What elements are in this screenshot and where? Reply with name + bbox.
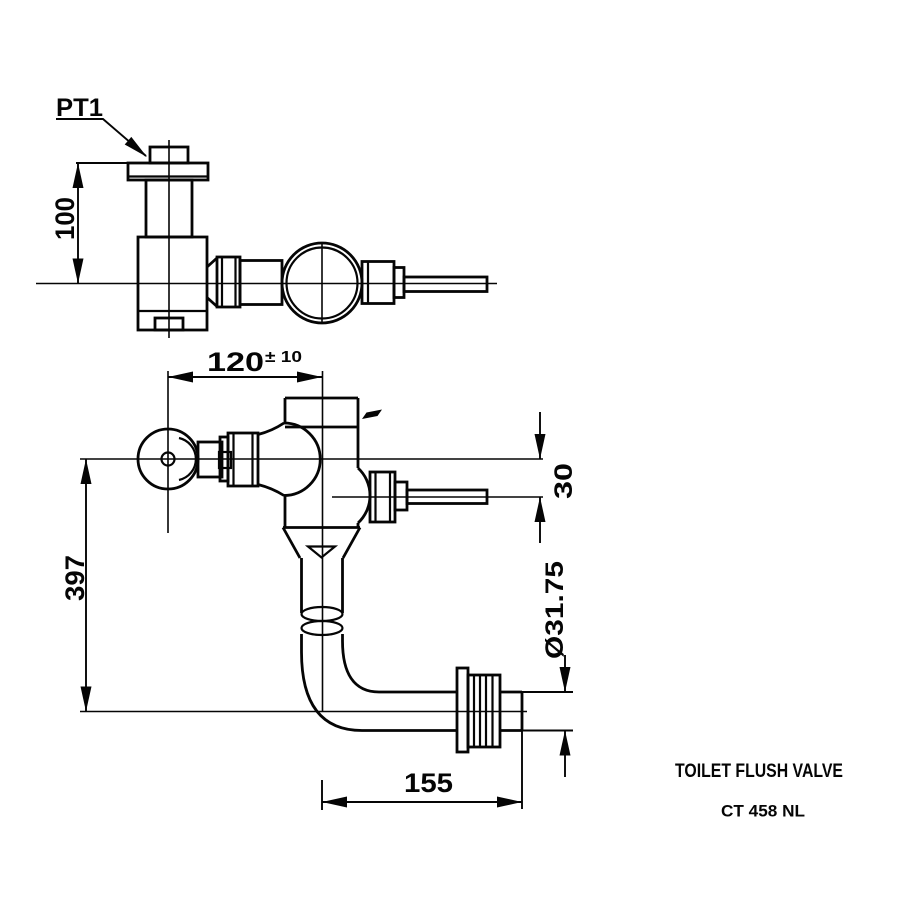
inlet-nut xyxy=(226,431,260,488)
pt1-label: PT1 xyxy=(56,94,103,122)
front-view xyxy=(136,396,524,754)
down-pipe-upper xyxy=(300,558,344,613)
arrowhead-down xyxy=(559,667,571,692)
right-step-plan xyxy=(392,266,406,299)
inlet-horn-top xyxy=(257,421,285,436)
arrowhead-down xyxy=(534,434,546,459)
dim-overall-height: 397 xyxy=(60,459,92,712)
arrowhead-right xyxy=(297,371,322,383)
coupling-nut-facets xyxy=(220,257,237,307)
inlet-horn-bottom xyxy=(257,483,285,497)
right-nut-plan xyxy=(360,260,396,305)
spindle-rod-plan xyxy=(402,275,489,293)
outlet-pipe-edges xyxy=(362,690,524,732)
body-outline xyxy=(283,396,360,529)
knob-key xyxy=(217,450,233,470)
thread-lines xyxy=(472,675,494,747)
pt1-callout: PT1 xyxy=(56,94,147,157)
dim-handle-offset: 120 ± 10 xyxy=(168,347,322,383)
bell-taper xyxy=(281,526,362,559)
product-title: TOILET FLUSH VALVE xyxy=(675,761,843,782)
arrowhead-left xyxy=(322,796,347,808)
dim-text-397: 397 xyxy=(60,555,90,601)
inlet-nut-facets xyxy=(232,433,254,486)
dim-inlet-drop: 30 xyxy=(534,412,578,543)
brand-mark xyxy=(362,409,382,419)
dim-outlet-length: 155 xyxy=(321,731,523,810)
elbow-inner-curve xyxy=(341,634,380,694)
outlet-rod xyxy=(405,488,489,505)
knob-base-arc xyxy=(178,436,197,482)
riser-circle-inner xyxy=(285,246,359,320)
outlet-bulge-arc xyxy=(357,466,372,525)
top-view xyxy=(126,145,489,332)
dim-text-diameter: Ø31.75 xyxy=(541,561,569,659)
threaded-section xyxy=(466,673,502,749)
model-number: CT 458 NL xyxy=(721,803,805,821)
arrowhead-right xyxy=(497,796,522,808)
elbow-outer-curve xyxy=(300,634,363,732)
dim-text-100: 100 xyxy=(50,197,80,240)
dim-text-120: 120 xyxy=(207,347,264,377)
funnel-mark xyxy=(304,545,339,559)
knob-center-boss xyxy=(160,451,176,467)
arrowhead-up xyxy=(72,163,84,188)
dim-text-30: 30 xyxy=(550,463,578,499)
arrowhead-down xyxy=(80,686,92,712)
dim-outlet-diameter: Ø31.75 xyxy=(522,561,573,777)
taper-horn-plan xyxy=(206,256,218,308)
dim-text-120-tolerance: ± 10 xyxy=(265,349,302,366)
title-block: TOILET FLUSH VALVE CT 458 NL xyxy=(675,761,843,821)
body-tab xyxy=(153,316,185,332)
pipe-break-lower xyxy=(300,619,344,637)
arrowhead-down xyxy=(72,258,84,284)
dim-inlet-height: 100 xyxy=(50,162,129,284)
arrowhead-up xyxy=(559,730,571,756)
outlet-nut-facets xyxy=(374,472,392,522)
arrowhead-left xyxy=(168,371,193,383)
pt1-arrowhead xyxy=(124,136,147,157)
knob-stem-cylinder xyxy=(196,440,224,479)
dim-text-155: 155 xyxy=(404,768,453,798)
outlet-step xyxy=(393,480,409,512)
arrowhead-up xyxy=(80,459,92,484)
thread-flange xyxy=(455,666,470,754)
pt1-leader-line xyxy=(56,118,147,157)
valve-cylinder-plan xyxy=(238,259,284,306)
arrowhead-up xyxy=(534,497,546,522)
